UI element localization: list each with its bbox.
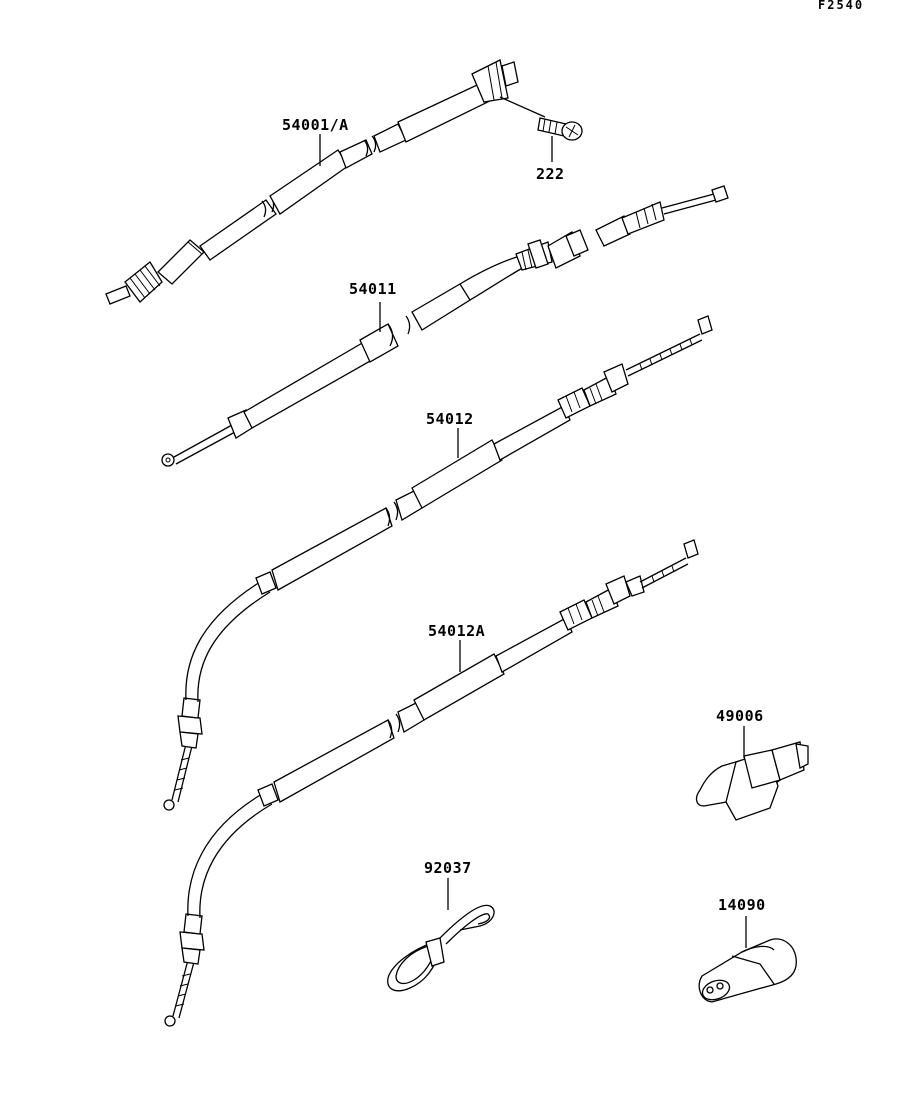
part-label-54001a: 54001/A — [282, 116, 349, 134]
part-label-222: 222 — [536, 165, 565, 183]
figure-code: F2540 — [818, 0, 864, 12]
speedometer-cable-drawing — [105, 59, 519, 305]
cable-54012-drawing — [163, 315, 713, 811]
part-label-54012: 54012 — [426, 410, 474, 428]
boot-14090-drawing — [698, 916, 797, 1003]
screw-drawing — [499, 96, 583, 162]
part-label-14090: 14090 — [718, 896, 766, 914]
clamp-92037-drawing — [387, 878, 495, 992]
boot-49006-drawing — [695, 726, 809, 821]
part-label-49006: 49006 — [716, 707, 764, 725]
part-label-54012a: 54012A — [428, 622, 485, 640]
cable-54012a-drawing — [164, 539, 699, 1027]
part-label-54011: 54011 — [349, 280, 397, 298]
part-label-92037: 92037 — [424, 859, 472, 877]
cable-54011-drawing — [161, 185, 729, 467]
